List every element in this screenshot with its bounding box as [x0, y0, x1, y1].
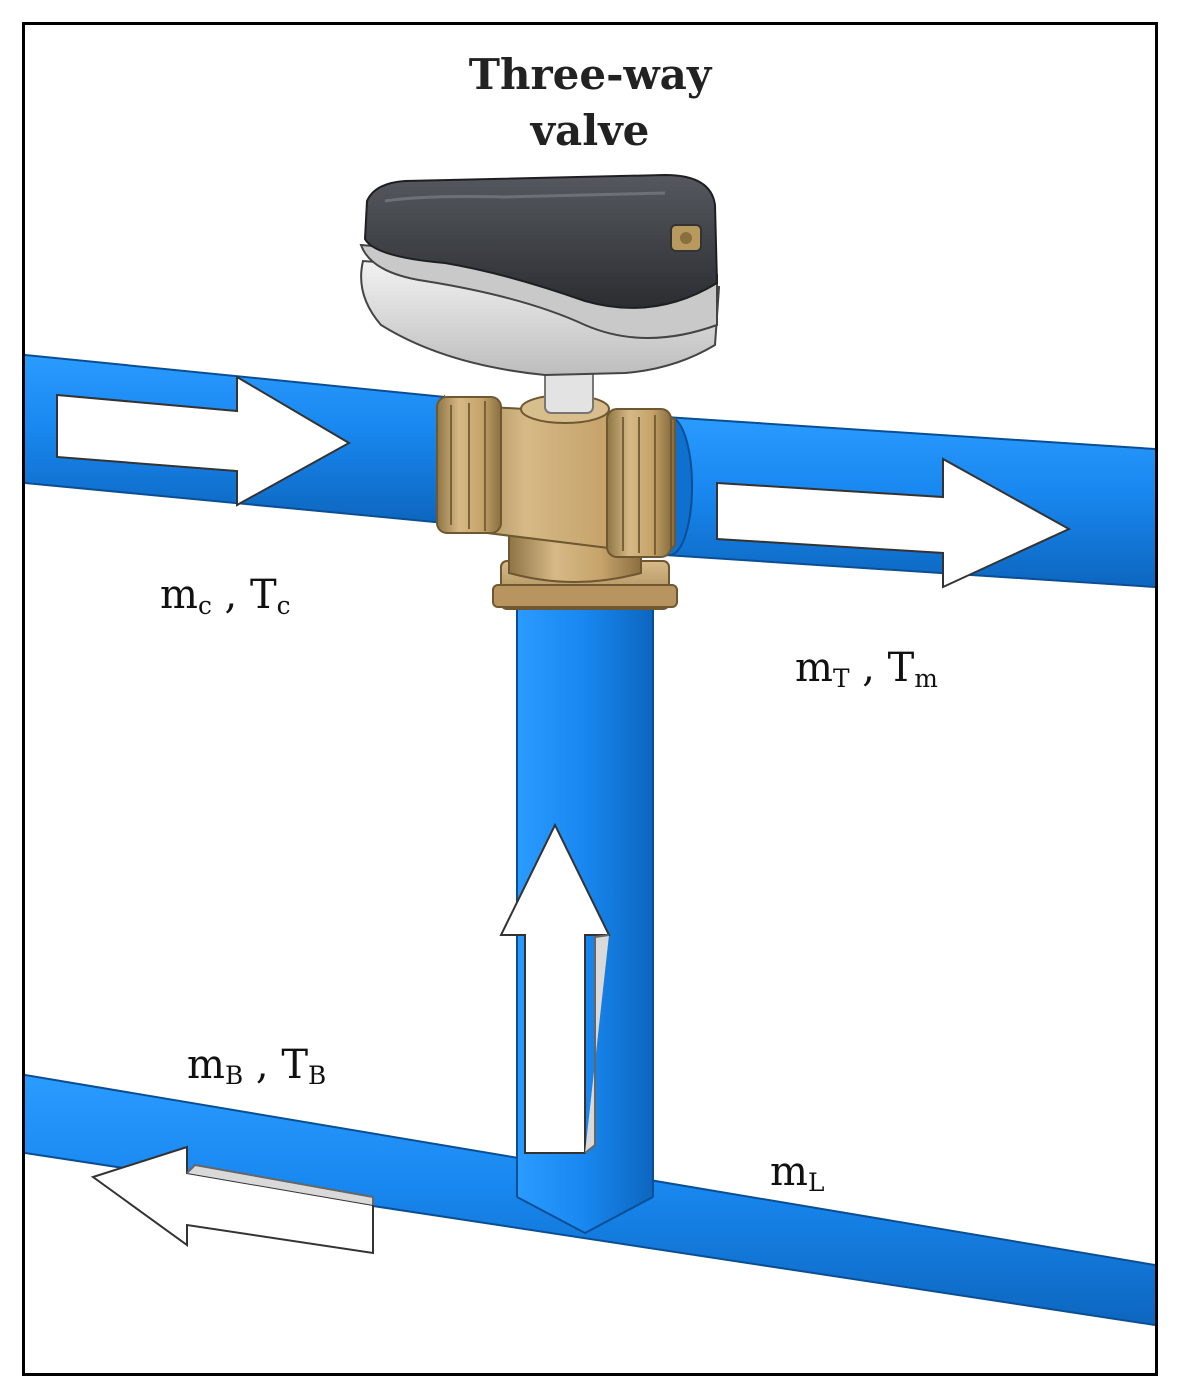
pipe-diagram: [25, 173, 1155, 1326]
inlet-flow-arrow: [56, 375, 352, 507]
valve-actuator-icon: [359, 173, 721, 414]
bypass-flow-label: mB , TB: [187, 1045, 326, 1089]
load-mass-symbol: m: [770, 1149, 808, 1195]
bypass-temp-symbol: T: [281, 1042, 309, 1088]
diagram-frame: Three-way valve mc , Tc mT , Tm mB , TB …: [22, 22, 1158, 1376]
bypass-flow-arrow: [499, 822, 611, 1154]
bypass-mass-subscript: B: [224, 1061, 244, 1091]
mixed-temp-symbol: T: [887, 645, 915, 691]
valve-title: Three-way valve: [25, 47, 1155, 159]
cold-flow-label: mc , Tc: [160, 575, 291, 619]
mixed-separator: ,: [849, 645, 888, 691]
return-flow-arrow: [90, 1145, 374, 1255]
bypass-temp-subscript: B: [308, 1061, 327, 1091]
brass-valve-body-icon: [436, 394, 678, 610]
mixed-flow-label: mT , Tm: [795, 648, 938, 692]
valve-title-line2: valve: [530, 106, 650, 155]
bypass-separator: ,: [243, 1042, 282, 1088]
mixed-temp-subscript: m: [914, 664, 938, 694]
load-mass-subscript: L: [807, 1168, 825, 1198]
valve-title-line1: Three-way: [468, 50, 712, 99]
bypass-mass-symbol: m: [187, 1042, 225, 1088]
cold-mass-symbol: m: [160, 572, 198, 618]
cold-mass-subscript: c: [197, 591, 212, 621]
load-flow-label: mL: [770, 1152, 824, 1196]
flow-arrow-icon: [56, 375, 1072, 1255]
outlet-flow-arrow: [716, 457, 1072, 589]
mixed-mass-symbol: m: [795, 645, 833, 691]
mixed-mass-subscript: T: [832, 664, 850, 694]
cold-separator: ,: [211, 572, 250, 618]
cold-temp-subscript: c: [276, 591, 291, 621]
cold-temp-symbol: T: [249, 572, 277, 618]
